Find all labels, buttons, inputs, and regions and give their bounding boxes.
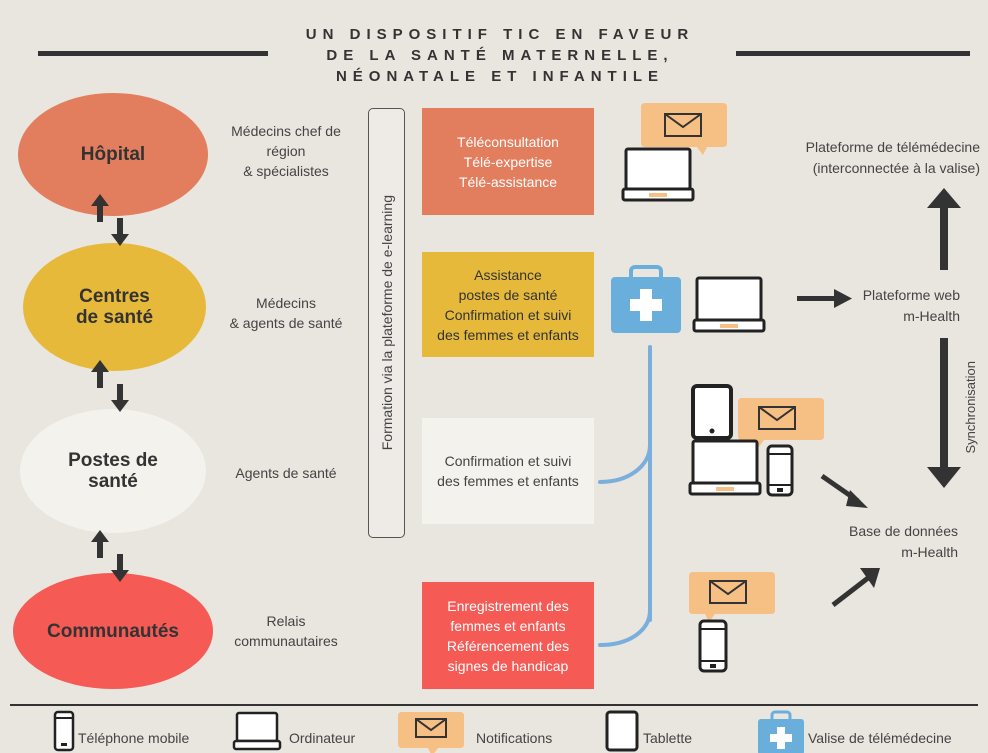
legend-kit-icon [758, 710, 804, 753]
level-hopital: Hôpital [18, 93, 208, 216]
title-line-2: DE LA SANTÉ MATERNELLE, [326, 47, 674, 64]
level-postes-label: Postes de santé [68, 450, 158, 492]
medical-kit-icon [611, 265, 681, 333]
roles-postes: Agents de santé [222, 463, 350, 483]
label-line: m-Health [901, 544, 958, 560]
label-line: Plateforme de télémédecine [805, 139, 980, 155]
legend-tablet-icon [605, 710, 639, 752]
roles-hopital: Médecins chef de région & spécialistes [222, 121, 350, 181]
service-line: des femmes et enfants [437, 326, 579, 343]
diagram-title: UN DISPOSITIF TIC EN FAVEUR DE LA SANTÉ … [250, 24, 750, 87]
role-line: région [266, 143, 306, 159]
arrow-up-right-icon [831, 576, 870, 607]
legend-computer-label: Ordinateur [289, 730, 356, 746]
label-line: (interconnectée à la valise) [812, 160, 980, 176]
arrow-up-right-head [860, 568, 880, 588]
role-line: Relais [266, 613, 306, 629]
level-postes: Postes de santé [20, 409, 206, 533]
legend-separator [10, 704, 978, 706]
role-line: communautaires [234, 633, 338, 649]
legend-kit-label: Valise de télémédecine [808, 730, 952, 746]
telemedicine-platform-label: Plateforme de télémédecine (interconnect… [780, 137, 980, 179]
services-centres: Assistance postes de santé Confirmation … [422, 252, 594, 357]
notification-icon [689, 572, 775, 622]
label-line: Base de données [849, 523, 958, 539]
arrow-up-icon [927, 188, 961, 270]
legend-notifications-label: Notifications [476, 730, 553, 746]
service-line: signes de handicap [447, 657, 569, 674]
double-arrow-icon [91, 194, 129, 246]
database-label: Base de données m-Health [840, 521, 958, 563]
elearning-box: Formation via la plateforme de e-learnin… [368, 108, 405, 538]
title-rule-left [38, 51, 268, 56]
role-line: Médecins [256, 295, 316, 311]
level-centres: Centres de santé [23, 243, 206, 371]
double-arrow-icon [91, 360, 129, 412]
level-hopital-label: Hôpital [80, 144, 146, 165]
services-hopital: Téléconsultation Télé-expertise Télé-ass… [422, 108, 594, 215]
roles-communautes: Relais communautaires [222, 611, 350, 651]
label-line: Plateforme web [862, 287, 960, 303]
arrow-down-right-head [846, 490, 868, 508]
arrow-down-icon [927, 338, 961, 488]
legend-computer-icon [232, 711, 282, 751]
computer-icon [688, 439, 762, 496]
computer-icon [621, 147, 695, 202]
level-centres-label: Centres de santé [75, 286, 154, 328]
service-line: femmes et enfants [450, 617, 566, 634]
service-line: postes de santé [458, 286, 558, 303]
level-communautes: Communautés [13, 573, 213, 689]
services-communautes: Enregistrement des femmes et enfants Réf… [422, 582, 594, 689]
legend-phone-icon [53, 710, 75, 752]
legend-phone-label: Téléphone mobile [78, 730, 190, 746]
notification-icon [641, 103, 727, 155]
sync-text: Synchronisation [962, 361, 978, 454]
legend-tablet-label: Tablette [643, 730, 693, 746]
service-line: Téléconsultation [457, 133, 559, 150]
title-line-1: UN DISPOSITIF TIC EN FAVEUR [305, 26, 695, 43]
computer-icon [692, 276, 766, 333]
web-platform-label: Plateforme web m-Health [850, 285, 960, 327]
arrows-between-levels [91, 194, 129, 582]
notification-icon [738, 398, 824, 448]
tablet-icon [691, 384, 733, 440]
services-postes: Confirmation et suivi des femmes et enfa… [422, 418, 594, 524]
connector-lines [598, 345, 652, 647]
double-arrow-icon [91, 530, 129, 582]
service-line: Confirmation et suivi [444, 453, 572, 469]
title-rule-right [736, 51, 970, 56]
roles-centres: Médecins & agents de santé [222, 293, 350, 333]
level-communautes-label: Communautés [47, 620, 179, 642]
service-line: Référencement des [446, 637, 570, 654]
role-line: Médecins chef de [231, 123, 341, 139]
service-line: Télé-assistance [458, 173, 558, 190]
service-line: Assistance [474, 266, 542, 283]
role-line: Agents de santé [235, 465, 337, 481]
mobile-phone-icon [698, 619, 728, 673]
legend-notification-icon [398, 712, 464, 753]
service-line: des femmes et enfants [437, 473, 579, 489]
service-line: Enregistrement des [447, 597, 569, 614]
role-line: & agents de santé [229, 315, 343, 331]
sync-label: Synchronisation [960, 350, 980, 465]
mobile-phone-icon [766, 444, 794, 497]
label-line: m-Health [903, 308, 960, 324]
role-line: & spécialistes [243, 163, 329, 179]
title-line-3: NÉONATALE ET INFANTILE [335, 68, 665, 85]
service-line: Confirmation et suivi [444, 306, 572, 323]
arrow-right-icon [797, 289, 852, 308]
service-line: Télé-expertise [463, 153, 553, 170]
